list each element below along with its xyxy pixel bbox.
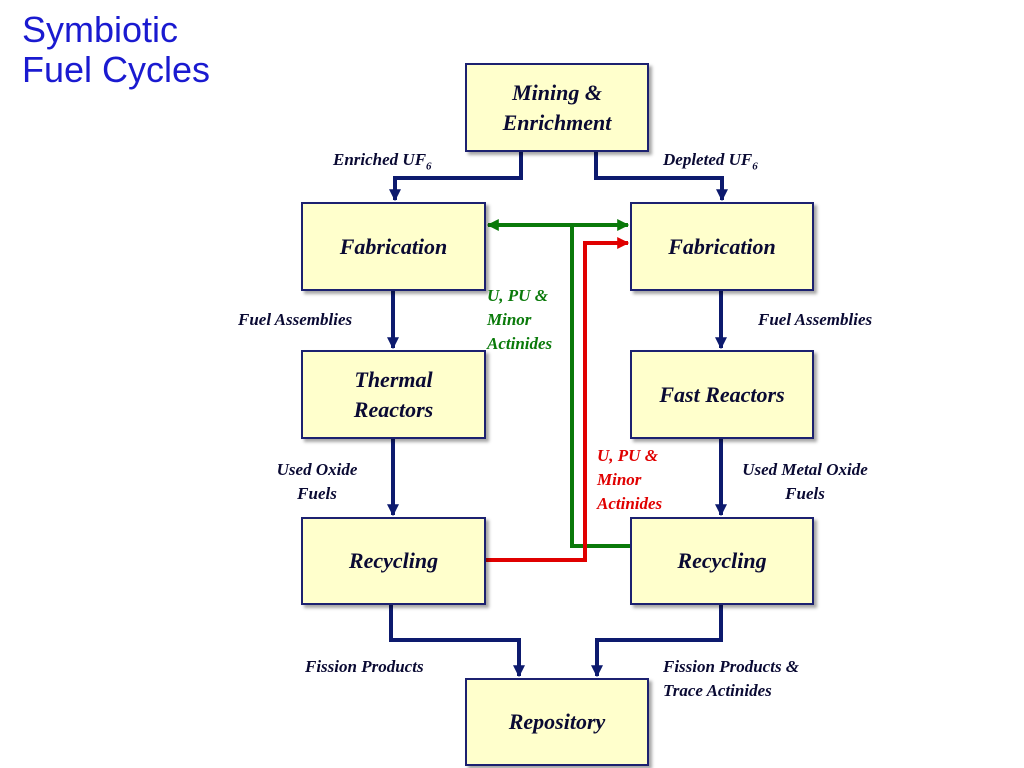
label-fission-products-right: Fission Products & Trace Actinides xyxy=(663,655,799,703)
label-enriched-uf6: Enriched UF6 xyxy=(333,148,432,178)
label-red-actinides: U, PU & Minor Actinides xyxy=(597,444,662,516)
label-enriched-text: Enriched UF xyxy=(333,150,427,169)
slide-title-line-1: Symbiotic xyxy=(22,9,179,50)
label-used-metal-line-1: Used Metal Oxide xyxy=(742,460,868,479)
label-used-metal-oxide-fuels: Used Metal Oxide Fuels xyxy=(727,458,883,506)
edge-mining-to-fab-left xyxy=(389,152,523,202)
node-fast-reactors: Fast Reactors xyxy=(630,350,814,439)
slide-title-line-2: Fuel Cycles xyxy=(22,49,211,90)
label-green-line-2: Minor xyxy=(487,310,532,329)
label-used-oxide-line-2: Fuels xyxy=(297,484,337,503)
label-fuel-assemblies-left: Fuel Assemblies xyxy=(238,310,353,329)
node-fabrication-right: Fabrication xyxy=(630,202,814,291)
node-mining-enrichment: Mining & Enrichment xyxy=(465,63,649,152)
node-recycling-right: Recycling xyxy=(630,517,814,605)
label-fission-right-line-1: Fission Products & xyxy=(663,657,800,676)
node-recycling-right-label: Recycling xyxy=(677,548,767,573)
node-mining-line-1: Mining & xyxy=(512,79,602,105)
label-fission-products-left: Fission Products xyxy=(305,657,424,676)
edge-recycling-left-to-repository xyxy=(389,605,525,678)
edge-red-recycling-to-fab-right xyxy=(486,237,630,562)
label-fission-right-line-2: Trace Actinides xyxy=(663,681,772,700)
node-recycling-left-label: Recycling xyxy=(348,548,439,573)
label-red-line-3: Actinides xyxy=(597,494,663,513)
label-red-line-1: U, PU & xyxy=(597,446,658,465)
label-green-line-3: Actinides xyxy=(487,334,553,353)
slide-title: Symbiotic Fuel Cycles xyxy=(22,10,210,90)
node-thermal-reactors: Thermal Reactors xyxy=(301,350,486,439)
node-recycling-left: Recycling xyxy=(301,517,486,605)
label-red-line-2: Minor xyxy=(597,470,642,489)
label-depleted-uf6: Depleted UF6 xyxy=(663,148,758,178)
label-used-metal-line-2: Fuels xyxy=(785,484,825,503)
node-fabrication-right-label: Fabrication xyxy=(668,233,776,259)
label-depleted-text: Depleted UF xyxy=(663,150,753,169)
node-thermal-line-1: Thermal xyxy=(354,366,433,392)
edge-mining-to-fab-right xyxy=(594,152,728,202)
node-repository: Repository xyxy=(465,678,649,766)
node-fast-reactors-label: Fast Reactors xyxy=(659,381,785,407)
node-repository-label: Repository xyxy=(508,709,606,734)
node-fabrication-left-label: Fabrication xyxy=(339,233,448,259)
node-thermal-line-2: Reactors xyxy=(353,396,434,422)
edge-recycling-right-to-repository xyxy=(591,605,723,678)
label-depleted-sub: 6 xyxy=(752,160,758,173)
edge-green-recycling-to-fab-left xyxy=(486,219,630,548)
label-enriched-sub: 6 xyxy=(426,160,432,173)
label-fuel-assemblies-right: Fuel Assemblies xyxy=(758,310,873,329)
node-fabrication-left: Fabrication xyxy=(301,202,486,291)
label-used-oxide-fuels: Used Oxide Fuels xyxy=(262,458,372,506)
node-mining-line-2: Enrichment xyxy=(502,109,612,135)
label-green-line-1: U, PU & xyxy=(487,286,548,305)
label-green-actinides: U, PU & Minor Actinides xyxy=(487,284,552,356)
label-used-oxide-line-1: Used Oxide xyxy=(276,460,358,479)
